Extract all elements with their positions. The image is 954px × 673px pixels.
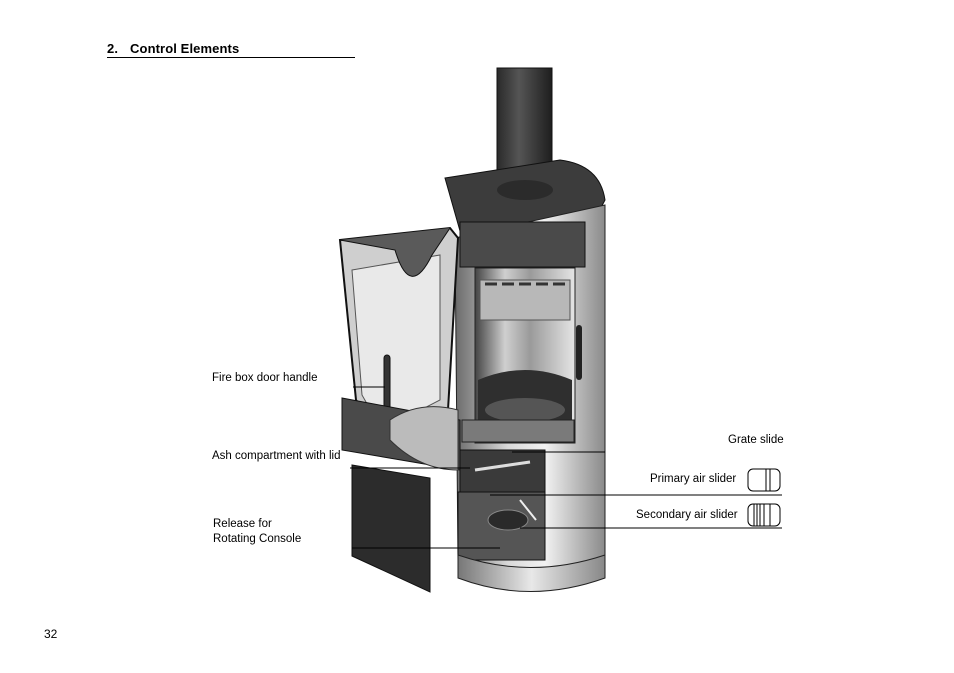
- label-primary-air-slider: Primary air slider: [650, 473, 737, 485]
- label-release-line2: Rotating Console: [213, 533, 302, 545]
- label-grate-slide: Grate slide: [728, 434, 784, 446]
- label-fire-box-door-handle: Fire box door handle: [212, 372, 318, 384]
- label-ash-compartment: Ash compartment with lid: [212, 450, 341, 462]
- page-number: 32: [44, 627, 58, 641]
- section-number: 2.: [107, 41, 119, 56]
- secondary-slider-icon: [747, 503, 781, 527]
- primary-slider-icon: [747, 468, 781, 492]
- label-release-line1: Release for: [213, 518, 272, 530]
- section-heading: 2. Control Elements: [107, 41, 355, 58]
- stove-base: [457, 554, 606, 592]
- section-title: Control Elements: [130, 41, 240, 56]
- label-secondary-air-slider: Secondary air slider: [636, 509, 738, 521]
- ash-compartment: [459, 449, 546, 496]
